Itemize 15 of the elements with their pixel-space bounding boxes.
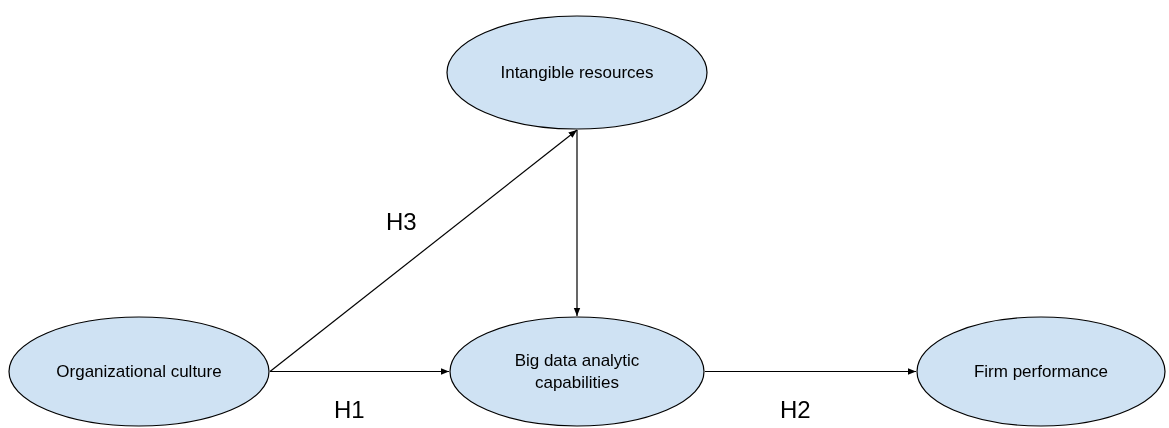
ellipse-node (449, 316, 705, 427)
ellipse-node (8, 316, 270, 427)
edge-label: H2 (780, 396, 811, 424)
edge-label: H3 (386, 208, 417, 236)
node-label: Organizational culture (56, 360, 222, 383)
arrow (573, 129, 581, 317)
arrow (269, 129, 578, 373)
ellipse-node (446, 15, 708, 130)
arrow (269, 368, 450, 375)
ellipse-node (916, 316, 1166, 427)
edge-label: H1 (334, 396, 365, 424)
node-label: Big data analytic capabilities (513, 349, 641, 394)
node-label: Intangible resources (500, 61, 654, 84)
arrow (704, 368, 917, 375)
node-label: Firm performance (973, 360, 1109, 383)
